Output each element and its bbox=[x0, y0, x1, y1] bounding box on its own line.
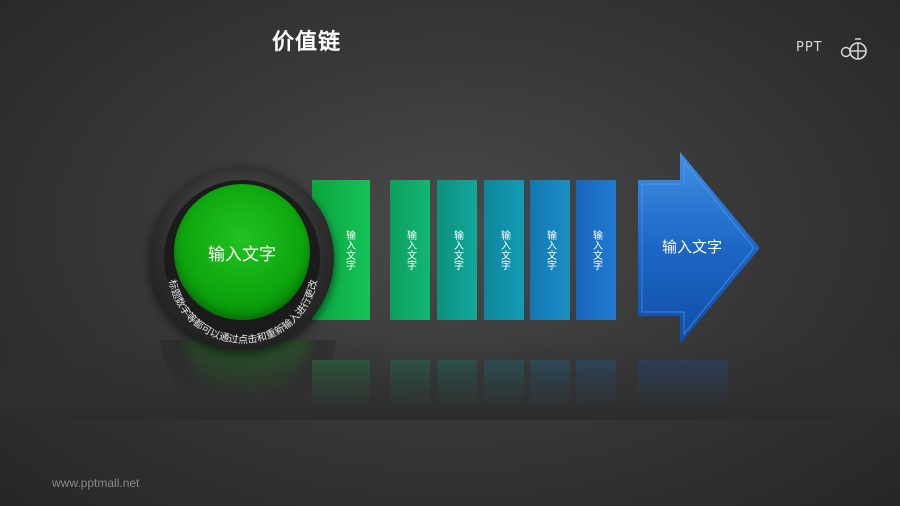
ring-caption-text: 标题数字等都可以通过点击和重新输入进行更改 bbox=[166, 278, 320, 346]
reflection-fade bbox=[0, 340, 900, 420]
arrow-shape[interactable] bbox=[638, 152, 760, 348]
step-bar-5[interactable]: 输入文字 bbox=[530, 180, 570, 320]
step-bar-6[interactable]: 输入文字 bbox=[576, 180, 616, 320]
step-label-6: 输入文字 bbox=[590, 230, 602, 270]
step-label-2: 输入文字 bbox=[404, 230, 416, 270]
footer-url[interactable]: www.pptmall.net bbox=[52, 476, 140, 490]
circle-ring: 输入文字 bbox=[150, 166, 334, 350]
svg-text:标题数字等都可以通过点击和重新输入进行更改: 标题数字等都可以通过点击和重新输入进行更改 bbox=[166, 278, 320, 346]
step-bar-2[interactable]: 输入文字 bbox=[390, 180, 430, 320]
circle-label: 输入文字 bbox=[208, 244, 276, 265]
step-bar-4[interactable]: 输入文字 bbox=[484, 180, 524, 320]
step-label-5: 输入文字 bbox=[544, 230, 556, 270]
green-circle[interactable]: 输入文字 bbox=[174, 184, 310, 320]
step-label-4: 输入文字 bbox=[498, 230, 510, 270]
brand-logo: PPT bbox=[796, 36, 872, 64]
ppt-logo-icon bbox=[840, 38, 867, 60]
arrow-label: 输入文字 bbox=[661, 238, 722, 256]
logo-text: PPT bbox=[796, 40, 823, 55]
step-label-1: 输入文字 bbox=[343, 230, 355, 270]
ring-caption: 标题数字等都可以通过点击和重新输入进行更改 bbox=[166, 278, 320, 346]
step-label-3: 输入文字 bbox=[451, 230, 463, 270]
page-title: 价值链 bbox=[272, 30, 342, 55]
step-bar-3[interactable]: 输入文字 bbox=[437, 180, 477, 320]
